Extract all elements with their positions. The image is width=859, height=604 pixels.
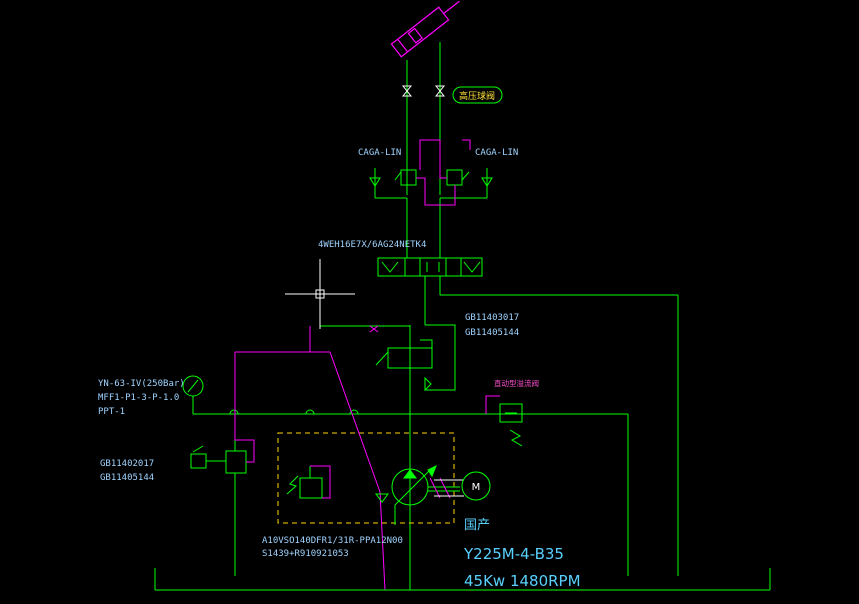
motor-symbol: M xyxy=(472,482,481,493)
ball-valve-right xyxy=(434,85,446,97)
pump-envelope xyxy=(277,432,455,524)
motor-model-label: Y225M-4-B35 xyxy=(463,545,564,563)
gauge-label-2: MFF1-P1-3-P-1.0 xyxy=(98,393,179,403)
directional-valve xyxy=(377,255,483,295)
coupling xyxy=(429,477,464,499)
crosshair-cursor xyxy=(285,259,355,329)
relief-tag-label: 直动型溢流阀 xyxy=(494,378,539,388)
ball-valve-label-box: 高压球阀 xyxy=(452,86,503,104)
code-b1-label: GB11402017 xyxy=(100,459,154,469)
domestic-label: 国产 xyxy=(464,518,490,533)
caga-left-label: CAGA-LIN xyxy=(358,148,401,158)
gauge-label-3: PPT-1 xyxy=(98,407,125,417)
motor-rating-label: 45Kw 1480RPM xyxy=(464,572,581,590)
pump-control-valve xyxy=(286,466,323,499)
pump-control-pilot xyxy=(309,326,386,591)
relief-pilot xyxy=(369,325,379,333)
left-pilot-lines xyxy=(234,351,330,463)
direct-relief-valve xyxy=(485,395,523,447)
relief-valve-stack xyxy=(375,324,456,392)
code-a1-label: GB11403017 xyxy=(465,313,519,323)
pump-displacement-arrow xyxy=(375,493,396,525)
caga-pilot-lines xyxy=(416,139,471,206)
pump-code-label: S1439+R910921053 xyxy=(262,549,349,559)
main-lines xyxy=(192,294,679,590)
ball-valve-label: 高压球阀 xyxy=(459,90,495,102)
directional-valve-label: 4WEH16E7X/6AG24NETK4 xyxy=(318,240,426,250)
hydraulic-pump xyxy=(391,464,460,506)
hydraulic-cylinder xyxy=(390,0,460,58)
tank-outline xyxy=(154,568,771,591)
left-solenoid-valve xyxy=(190,414,247,576)
gauge-label-1: YN-63-IV(250Bar) xyxy=(98,379,185,389)
caga-right-label: CAGA-LIN xyxy=(475,148,518,158)
ball-valve-left xyxy=(401,85,413,97)
pressure-gauge xyxy=(182,375,204,397)
caga-valve-block xyxy=(369,168,493,255)
pump-model-label: A10VSO140DFR1/31R-PPA12N00 xyxy=(262,536,403,546)
code-b2-label: GB11405144 xyxy=(100,473,154,483)
code-a2-label: GB11405144 xyxy=(465,328,519,338)
electric-motor: M xyxy=(461,471,491,501)
line-hops xyxy=(229,409,359,415)
